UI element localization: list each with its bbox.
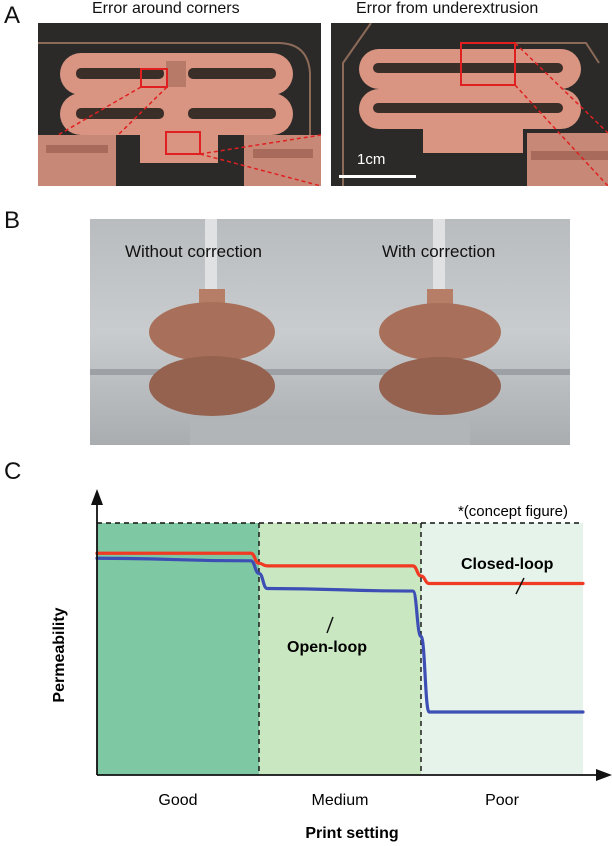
x-axis-arrow-icon <box>596 769 612 781</box>
label-without-correction: Without correction <box>125 242 262 261</box>
concept-note: *(concept figure) <box>458 503 568 520</box>
caption-error-underextrusion: Error from underextrusion <box>356 0 539 17</box>
x-axis-title: Print setting <box>305 825 398 842</box>
photo-valves-comparison: Without correction With correction <box>90 219 570 445</box>
y-axis-arrow-icon <box>91 489 103 505</box>
leader-closed-loop <box>515 577 525 595</box>
series-line-closed-loop <box>95 551 585 586</box>
photo-underextrusion-error: 1cm <box>331 23 608 186</box>
panel-letter-b: B <box>4 207 21 234</box>
series-line-open-loop <box>95 556 585 714</box>
scale-bar-label: 1cm <box>357 151 386 168</box>
caption-error-corners: Error around corners <box>92 0 240 17</box>
photo-corner-error <box>38 23 321 186</box>
x-tick-label-medium: Medium <box>312 792 369 809</box>
region-poor <box>421 523 583 775</box>
leader-open-loop <box>326 616 334 634</box>
label-open-loop: Open-loop <box>287 639 367 656</box>
panel-letter-c: C <box>4 458 22 485</box>
x-tick-label-good: Good <box>158 792 197 809</box>
region-good <box>97 523 259 775</box>
panel-letter-a: A <box>4 2 21 29</box>
label-with-correction: With correction <box>382 242 496 261</box>
x-tick-label-poor: Poor <box>485 792 519 809</box>
label-closed-loop: Closed-loop <box>461 556 554 573</box>
y-axis-title: Permeability <box>51 607 68 702</box>
